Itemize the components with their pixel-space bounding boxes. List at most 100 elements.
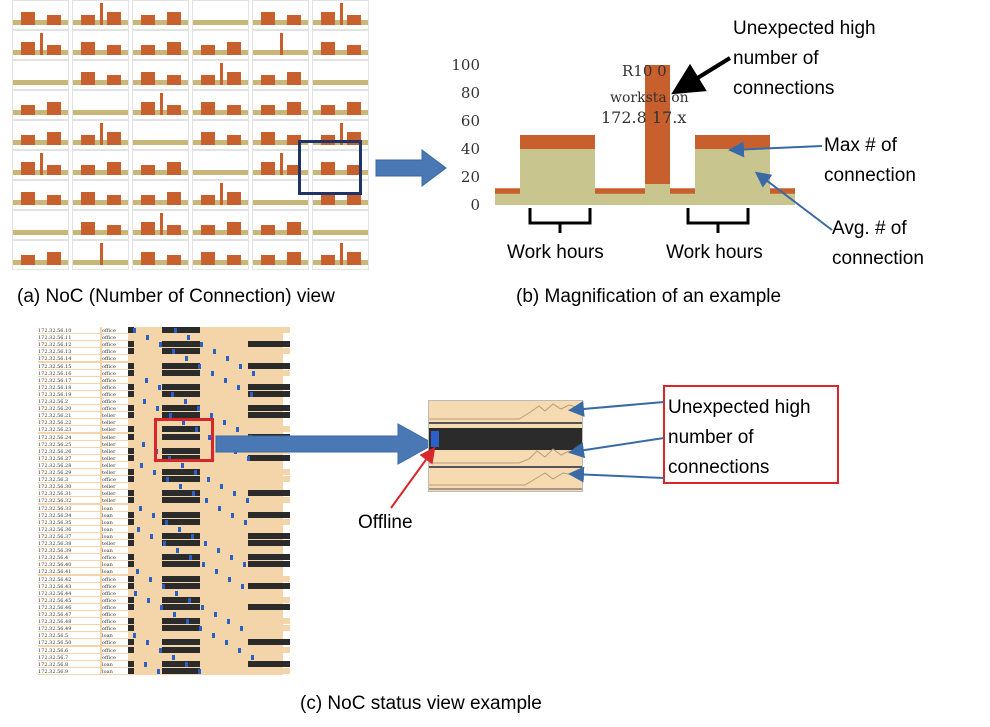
status-row-type: office <box>102 618 128 625</box>
connection-spike-mark <box>174 328 177 333</box>
status-row-type: office <box>102 476 128 483</box>
connection-spike-mark <box>159 647 162 653</box>
status-row-ip: 172.32.56.3 <box>38 476 100 483</box>
offline-block <box>162 561 200 568</box>
status-row-ip: 172.32.56.6 <box>38 646 100 653</box>
connection-spike-mark <box>144 661 147 667</box>
connection-spike-mark <box>211 370 214 376</box>
offline-block <box>248 469 290 476</box>
offline-block <box>128 454 134 461</box>
offline-block <box>162 390 200 397</box>
status-row-type: office <box>102 348 128 355</box>
y-tick-label: 40 <box>461 140 480 158</box>
offline-block <box>128 390 134 397</box>
noc-thumbnail <box>12 120 69 150</box>
noc-thumbnail <box>12 30 69 60</box>
noc-thumbnail <box>192 60 249 90</box>
caption-a: (a) NoC (Number of Connection) view <box>17 286 335 307</box>
offline-block <box>162 667 200 674</box>
annotation-unexpected-c-line2: number of <box>668 427 754 448</box>
noc-thumbnail <box>192 90 249 120</box>
connection-spike-mark <box>146 335 149 341</box>
offline-block <box>128 596 134 603</box>
connection-spike-mark <box>214 612 217 617</box>
connection-spike-mark <box>149 576 152 582</box>
y-tick-label: 100 <box>451 56 480 74</box>
connection-spike-mark <box>226 356 229 362</box>
annotation-unexpected-c-line1: Unexpected high <box>668 397 811 418</box>
connection-spike-mark <box>175 590 178 596</box>
noc-thumbnail <box>12 240 69 270</box>
connection-spike-mark <box>208 434 211 440</box>
connection-spike-mark <box>152 512 155 518</box>
status-row-type: office <box>102 582 128 589</box>
offline-block <box>248 490 290 497</box>
chart-overlay-line3: 172.8 17.x <box>601 108 687 127</box>
noc-thumbnail <box>252 60 309 90</box>
status-row-type: office <box>102 575 128 582</box>
connection-spike-mark <box>217 548 220 554</box>
status-row-type: office <box>102 390 128 397</box>
connection-spike-mark <box>172 654 175 660</box>
connection-spike-mark <box>188 597 191 603</box>
annotation-unexpected-c-box: Unexpected high number of connections <box>663 385 839 484</box>
status-row-ip: 172.32.56.47 <box>38 611 100 618</box>
annotation-max-line2: connection <box>824 165 916 186</box>
status-row-ip: 172.32.56.26 <box>38 447 100 454</box>
status-row-ip: 172.32.56.33 <box>38 504 100 511</box>
status-row-ip: 172.32.56.16 <box>38 369 100 376</box>
offline-block <box>128 447 134 454</box>
status-row-ip: 172.32.56.23 <box>38 426 100 433</box>
connection-spike-mark <box>199 626 202 632</box>
status-row-ip: 172.32.56.22 <box>38 419 100 426</box>
offline-block <box>162 490 200 497</box>
connection-spike-mark <box>240 626 243 632</box>
offline-block <box>128 341 134 348</box>
connection-spike-mark <box>194 470 197 475</box>
status-row-ip: 172.32.56.41 <box>38 568 100 575</box>
connection-spike-mark <box>223 420 226 426</box>
status-row-ip: 172.32.56.35 <box>38 518 100 525</box>
offline-block <box>128 618 134 625</box>
offline-block <box>248 532 290 539</box>
offline-arrow <box>390 446 436 509</box>
status-row-ip: 172.32.56.29 <box>38 469 100 476</box>
status-row-type: office <box>102 376 128 383</box>
status-row-type: teller <box>102 419 128 426</box>
status-row-type: teller <box>102 540 128 547</box>
status-row-type: loan <box>102 667 128 674</box>
offline-block <box>248 454 290 461</box>
offline-block <box>162 433 200 440</box>
connection-spike-mark <box>205 498 208 504</box>
offline-block <box>128 660 134 667</box>
offline-block <box>162 582 200 589</box>
connection-spike-mark <box>230 555 233 561</box>
offline-block <box>248 476 290 483</box>
connection-spike-mark <box>140 462 143 468</box>
connection-spike-mark <box>171 391 174 397</box>
status-row-ip: 172.32.56.13 <box>38 348 100 355</box>
offline-block <box>248 603 290 610</box>
offline-block <box>128 348 134 355</box>
offline-block <box>162 469 200 476</box>
status-row-ip: 172.32.56.25 <box>38 440 100 447</box>
noc-thumbnail <box>252 90 309 120</box>
status-row-type: loan <box>102 547 128 554</box>
connection-spike-mark <box>236 427 239 433</box>
offline-block <box>128 497 134 504</box>
noc-thumbnail <box>12 180 69 210</box>
connection-spike-mark <box>252 370 255 376</box>
connection-spike-mark <box>178 526 181 532</box>
